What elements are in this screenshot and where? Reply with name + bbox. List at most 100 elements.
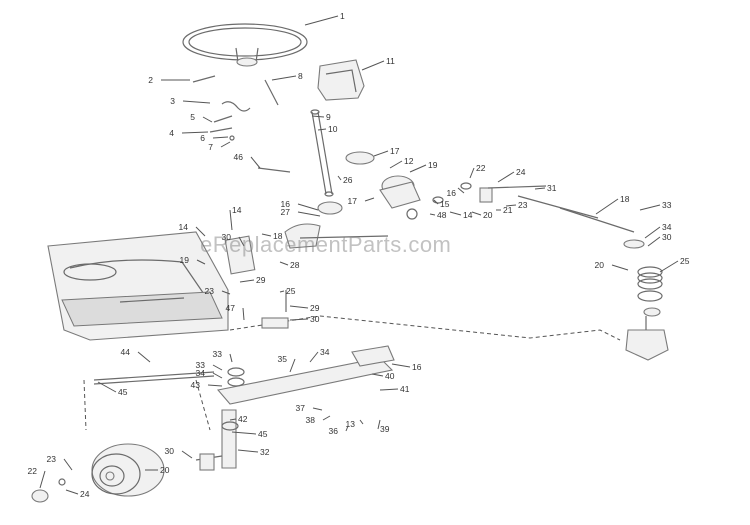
callout-label-24: 24 (80, 489, 90, 499)
callout-label-46: 46 (234, 152, 244, 162)
callout-leader-9 (311, 115, 325, 118)
callout-leader-25 (279, 290, 285, 293)
callout-leader-7 (220, 141, 231, 148)
callout-leader-44 (137, 351, 151, 363)
callout-label-33: 33 (662, 200, 672, 210)
callout-leader-10 (317, 128, 327, 131)
callout-label-7: 7 (208, 142, 213, 152)
callout-label-4: 4 (169, 128, 174, 138)
callout-leader-46 (250, 156, 261, 169)
callout-label-36: 36 (329, 426, 339, 436)
callout-label-11: 11 (386, 56, 395, 66)
callout-label-39: 39 (380, 424, 390, 434)
callout-label-47: 47 (226, 303, 236, 313)
callout-label-23: 23 (518, 200, 528, 210)
callout-label-24: 24 (516, 167, 526, 177)
callout-label-35: 35 (278, 354, 288, 364)
callout-label-22: 22 (476, 163, 486, 173)
callout-label-17: 17 (348, 196, 358, 206)
callout-leader-1 (304, 15, 339, 26)
callout-leader-34 (212, 372, 223, 379)
callout-label-14: 14 (179, 222, 189, 232)
callout-leader-30 (181, 450, 193, 459)
callout-leader-25 (659, 260, 679, 273)
callout-label-18: 18 (620, 194, 630, 204)
callout-leader-11 (361, 60, 385, 71)
callout-leader-33 (639, 204, 661, 211)
front-wheel (31, 443, 165, 503)
steering-cap (317, 59, 365, 101)
callout-leader-37 (312, 407, 323, 411)
callout-label-33: 33 (213, 349, 223, 359)
callout-leader-30 (647, 236, 661, 247)
callout-leader-17 (373, 150, 389, 157)
callout-leader-23 (63, 458, 73, 471)
callout-leader-24 (497, 171, 515, 183)
callout-leader-8 (271, 75, 297, 81)
callout-label-40: 40 (385, 371, 395, 381)
callout-label-38: 38 (306, 415, 316, 425)
callout-leader-43 (207, 384, 223, 387)
callout-label-45: 45 (118, 387, 128, 397)
callout-label-43: 43 (191, 380, 201, 390)
callout-label-30: 30 (310, 314, 320, 324)
callout-leader-34 (644, 226, 661, 239)
callout-label-6: 6 (200, 133, 205, 143)
callout-leader-20 (471, 211, 482, 216)
callout-leader-15 (433, 199, 439, 205)
callout-leader-12 (389, 160, 403, 169)
callout-label-33: 33 (196, 360, 206, 370)
callout-label-31: 31 (547, 183, 557, 193)
callout-label-20: 20 (595, 260, 605, 270)
callout-label-14: 14 (463, 210, 473, 220)
callout-label-34: 34 (196, 368, 206, 378)
callout-leader-23 (505, 204, 517, 207)
callout-label-21: 21 (503, 205, 513, 215)
callout-label-34: 34 (662, 222, 672, 232)
callout-label-30: 30 (222, 232, 232, 242)
callout-leader-48 (429, 213, 436, 216)
callout-label-25: 25 (680, 256, 690, 266)
callout-leader-16 (391, 363, 411, 368)
callout-leader-18 (261, 233, 272, 237)
callout-label-22: 22 (28, 466, 38, 476)
callout-leader-28 (279, 261, 289, 266)
callout-leader-38 (322, 415, 331, 421)
callout-leader-26 (337, 175, 342, 181)
callout-label-30: 30 (165, 446, 175, 456)
steering-wheel (182, 23, 308, 67)
callout-leader-42 (229, 418, 237, 421)
callout-leader-16 (297, 203, 319, 211)
callout-leader-33 (212, 364, 223, 371)
callout-label-34: 34 (320, 347, 330, 357)
callout-leader-5 (202, 116, 213, 123)
callout-leader-31 (534, 187, 546, 190)
callout-label-9: 9 (326, 112, 331, 122)
dashed-connection-lines (83, 315, 621, 431)
callout-label-29: 29 (310, 303, 320, 313)
callout-label-5: 5 (190, 112, 195, 122)
callout-label-16: 16 (281, 199, 291, 209)
callout-label-48: 48 (437, 210, 447, 220)
callout-leader-32 (237, 449, 259, 453)
callout-leader-36 (345, 425, 349, 432)
callout-label-16: 16 (412, 362, 422, 372)
callout-label-16: 16 (447, 188, 457, 198)
callout-leader-33 (229, 353, 233, 363)
callout-leader-30 (238, 236, 245, 247)
callout-leader-47 (242, 307, 245, 321)
callout-leader-35 (289, 358, 296, 373)
callout-leader-3 (182, 100, 211, 104)
callout-leader-29 (289, 305, 309, 309)
callout-leader-4 (181, 131, 209, 134)
callout-label-1: 1 (340, 11, 345, 21)
callout-label-37: 37 (296, 403, 306, 413)
front-axle (195, 345, 395, 471)
callout-leader-27 (297, 211, 321, 217)
callout-label-28: 28 (290, 260, 300, 270)
callout-leader-24 (65, 489, 79, 495)
callout-leader-20 (611, 264, 629, 271)
callout-label-10: 10 (328, 124, 338, 134)
